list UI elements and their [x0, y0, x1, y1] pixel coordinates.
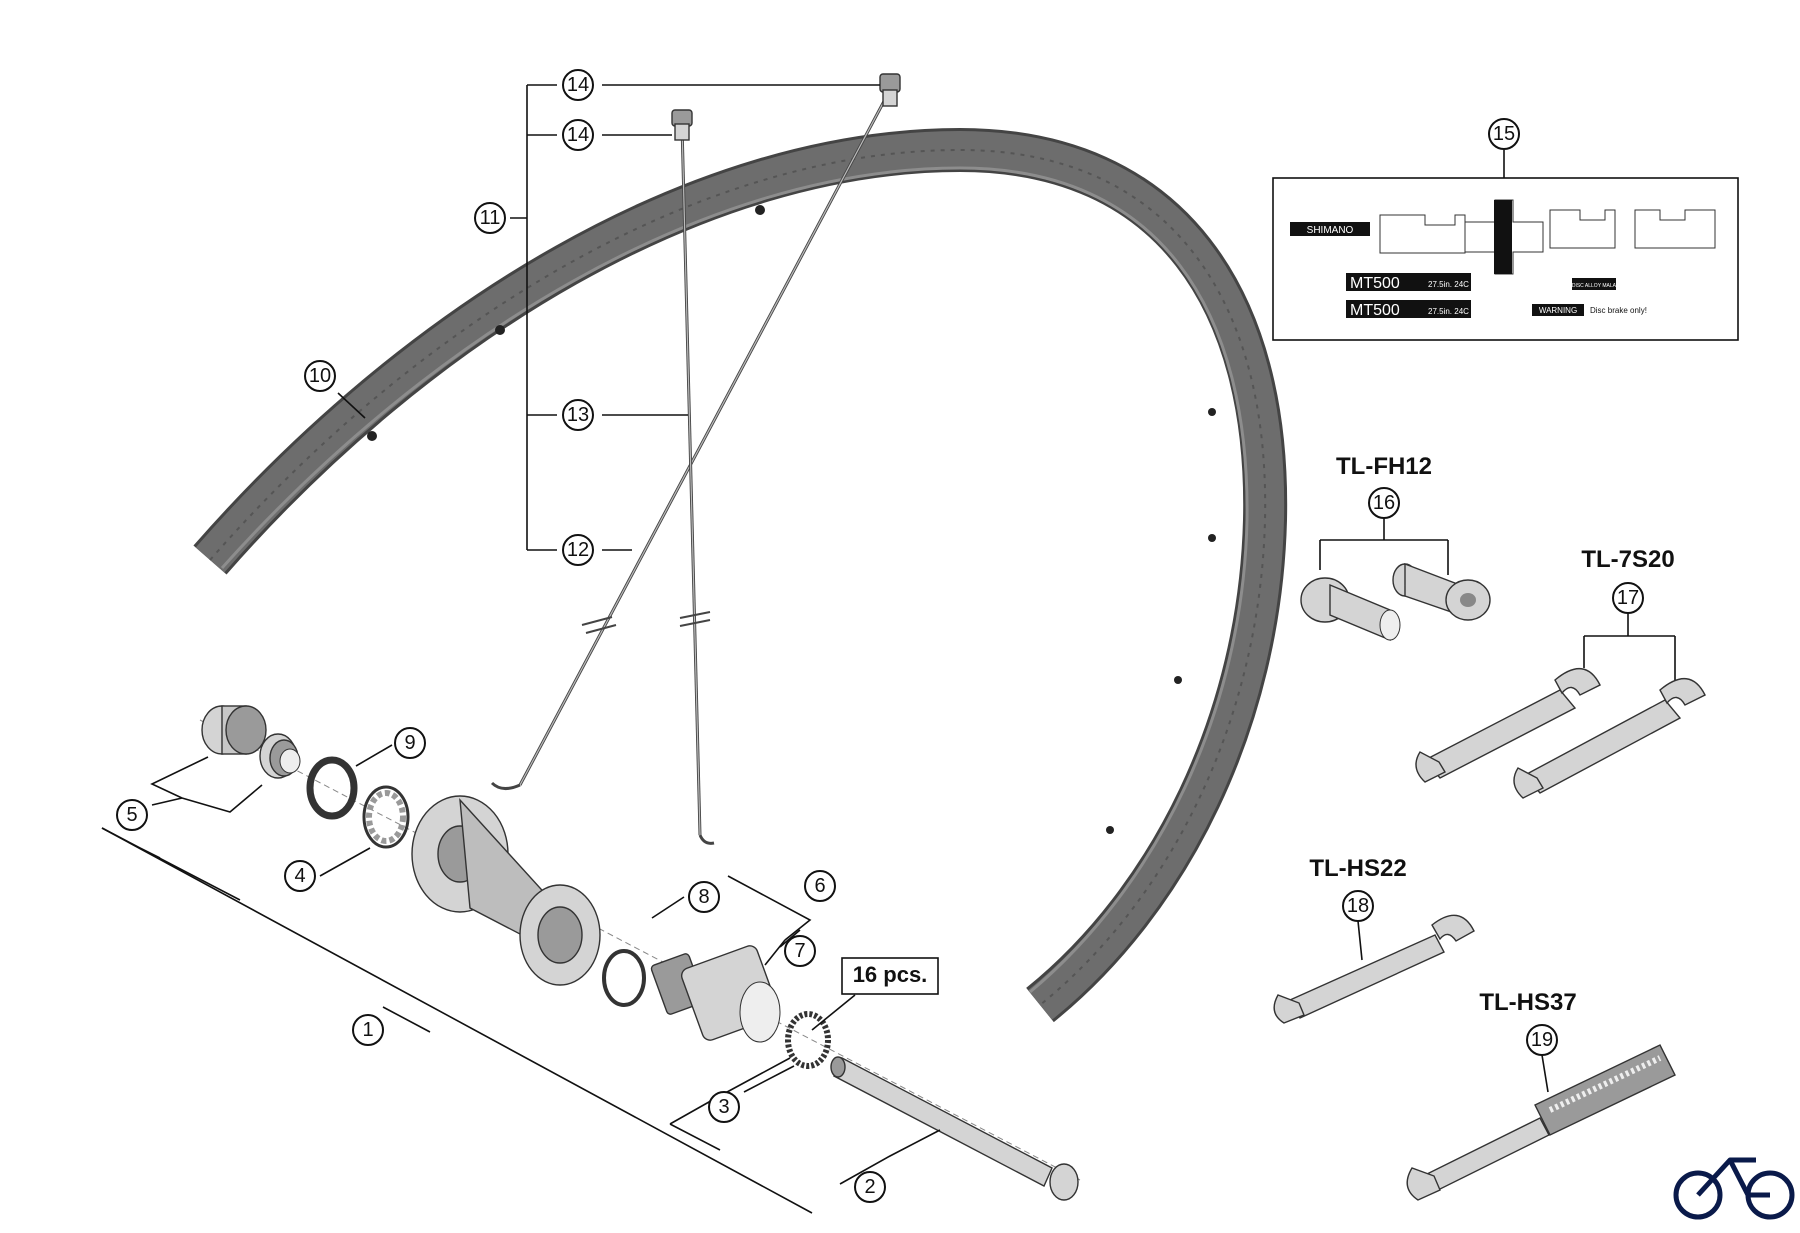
svg-text:17: 17 — [1617, 587, 1639, 609]
svg-text:1: 1 — [362, 1019, 373, 1041]
cone-wrench-b — [1513, 678, 1706, 799]
callout-18: 18 — [1342, 890, 1374, 922]
headset-wrench — [1273, 914, 1475, 1024]
tool-tl-hs37: TL-HS37 19 — [1406, 989, 1676, 1201]
svg-text:4: 4 — [294, 865, 305, 887]
quantity-label: 16 pcs. — [841, 957, 939, 995]
tool-tl-hs22: TL-HS22 18 — [1273, 855, 1475, 1024]
svg-text:15: 15 — [1493, 123, 1515, 145]
svg-text:SHIMANO: SHIMANO — [1307, 225, 1354, 236]
svg-text:19: 19 — [1531, 1029, 1553, 1051]
callout-9: 9 — [394, 727, 426, 759]
svg-text:TL-HS37: TL-HS37 — [1479, 989, 1576, 1016]
callout-5: 5 — [116, 799, 148, 831]
svg-text:14: 14 — [567, 74, 589, 96]
svg-text:6: 6 — [814, 875, 825, 897]
bicycle-icon — [1673, 1157, 1795, 1220]
nipple-inner — [671, 109, 693, 141]
steel-balls — [785, 1011, 831, 1069]
callout-2: 2 — [854, 1171, 886, 1203]
svg-text:RIM-DISC ALLOY MALAYSIA: RIM-DISC ALLOY MALAYSIA — [1561, 283, 1628, 289]
decal-set: 15 SHIMANO MT500 27.5in. 24C MT500 27.5i… — [1272, 118, 1739, 341]
callout-19: 19 — [1526, 1024, 1558, 1056]
svg-text:TL-FH12: TL-FH12 — [1336, 453, 1432, 480]
hub-axle — [830, 1056, 1079, 1201]
callout-16: 16 — [1368, 487, 1400, 519]
svg-text:16: 16 — [1373, 492, 1395, 514]
callout-6: 6 — [804, 870, 836, 902]
callout-13: 13 — [562, 399, 594, 431]
callout-14-bottom: 14 — [562, 119, 594, 151]
callout-3: 3 — [708, 1091, 740, 1123]
callout-14-top: 14 — [562, 69, 594, 101]
tool-tl-fh12: TL-FH12 16 — [1300, 453, 1491, 642]
svg-text:3: 3 — [718, 1096, 729, 1118]
svg-text:5: 5 — [126, 804, 137, 826]
svg-text:9: 9 — [404, 732, 415, 754]
svg-text:TL-HS22: TL-HS22 — [1309, 855, 1406, 882]
svg-text:11: 11 — [480, 207, 501, 229]
svg-text:TL-7S20: TL-7S20 — [1581, 546, 1674, 573]
end-cap — [201, 705, 267, 755]
callout-10: 10 — [304, 360, 336, 392]
rim — [193, 127, 1288, 1023]
svg-text:WARNING: WARNING — [1539, 306, 1577, 315]
svg-text:18: 18 — [1347, 895, 1369, 917]
tool-tl-7s20: TL-7S20 17 — [1415, 546, 1706, 799]
svg-text:2: 2 — [864, 1176, 875, 1198]
callout-1: 1 — [352, 1014, 384, 1046]
svg-text:8: 8 — [698, 886, 709, 908]
o-ring — [602, 949, 646, 1007]
svg-text:MT500: MT500 — [1350, 275, 1400, 292]
svg-text:16 pcs.: 16 pcs. — [853, 962, 928, 987]
callout-4: 4 — [284, 860, 316, 892]
svg-text:Disc brake only!: Disc brake only! — [1590, 306, 1647, 315]
spokes — [490, 73, 901, 845]
bearing-left — [362, 785, 410, 849]
svg-text:12: 12 — [567, 539, 589, 561]
svg-text:27.5in. 24C: 27.5in. 24C — [1428, 307, 1469, 316]
svg-text:10: 10 — [309, 365, 331, 387]
svg-text:14: 14 — [567, 124, 589, 146]
fh12-piece-right — [1392, 562, 1491, 621]
hub-assembly — [199, 705, 1081, 1201]
fh12-piece-left — [1300, 577, 1401, 642]
cone-wrench-a — [1415, 668, 1601, 783]
pedal-wrench — [1406, 1044, 1676, 1201]
callout-12: 12 — [562, 534, 594, 566]
nipple-outer — [879, 73, 901, 107]
svg-text:27.5in. 24C: 27.5in. 24C — [1428, 280, 1469, 289]
callout-17: 17 — [1612, 582, 1644, 614]
washer — [306, 756, 358, 820]
hub-body — [411, 795, 601, 986]
lock-nut — [259, 733, 301, 779]
svg-text:7: 7 — [794, 940, 805, 962]
callout-11: 11 — [474, 202, 506, 234]
callout-15: 15 — [1488, 118, 1520, 150]
svg-text:13: 13 — [567, 404, 589, 426]
leader-lines — [101, 84, 941, 1214]
callout-7: 7 — [784, 935, 816, 967]
svg-text:MT500: MT500 — [1350, 302, 1400, 319]
callout-8: 8 — [688, 881, 720, 913]
freehub-body — [650, 945, 781, 1043]
